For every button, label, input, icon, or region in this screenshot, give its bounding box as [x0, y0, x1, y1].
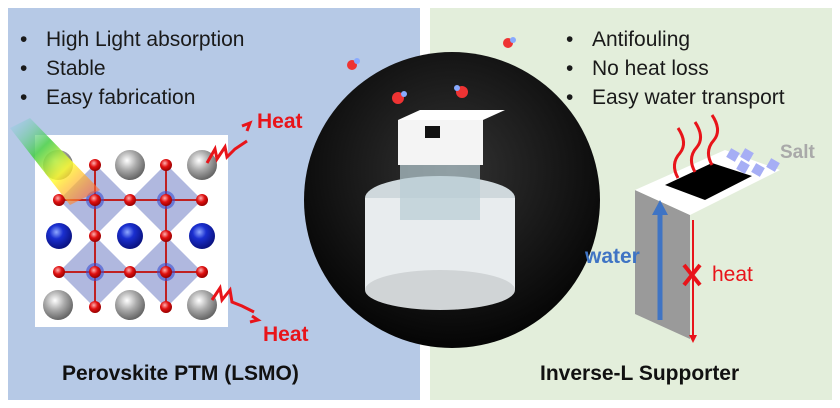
- heat-label: heat: [712, 263, 753, 286]
- steam-icon: [673, 114, 719, 179]
- water-molecule-icon: [347, 37, 516, 104]
- light-beam: [10, 118, 100, 205]
- bullet: Easy water transport: [566, 86, 785, 115]
- left-bullets: High Light absorption Stable Easy fabric…: [20, 28, 244, 115]
- bullet: Stable: [20, 57, 244, 86]
- salt-label: Salt: [780, 142, 815, 163]
- water-label: water: [585, 245, 640, 268]
- bullet: High Light absorption: [20, 28, 244, 57]
- right-bullets: Antifouling No heat loss Easy water tran…: [566, 28, 785, 115]
- bullet: No heat loss: [566, 57, 785, 86]
- right-title: Inverse-L Supporter: [540, 362, 740, 385]
- inverse-l-supporter: [635, 114, 780, 343]
- blocked-x-icon: [682, 263, 702, 287]
- heat-wave-icon: [205, 120, 262, 324]
- heat-label-top: Heat: [257, 110, 303, 133]
- bullet: Easy fabrication: [20, 86, 244, 115]
- device-photo: [304, 52, 600, 348]
- heat-label-bottom: Heat: [263, 323, 309, 346]
- bullet: Antifouling: [566, 28, 785, 57]
- left-title: Perovskite PTM (LSMO): [62, 362, 299, 385]
